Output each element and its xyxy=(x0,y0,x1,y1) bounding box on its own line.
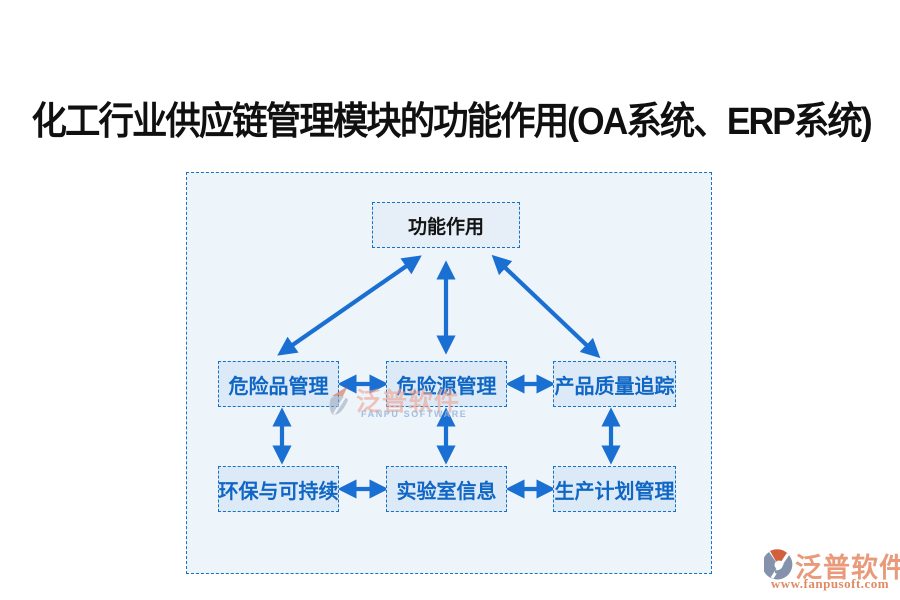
fanpu-logo-icon xyxy=(764,549,793,580)
node-laboratory-information: 实验室信息 xyxy=(386,466,507,512)
footer-logo-brand: 泛普软件 xyxy=(795,553,900,583)
node-environment-sustainability: 环保与可持续 xyxy=(218,466,339,512)
node-function-role: 功能作用 xyxy=(372,202,520,248)
page-title: 化工行业供应链管理模块的功能作用(OA系统、ERP系统) xyxy=(31,101,873,144)
node-hazard-source-management: 危险源管理 xyxy=(386,361,507,407)
node-product-quality-tracing: 产品质量追踪 xyxy=(553,361,676,407)
footer-logo: 泛普软件 www.fanpusoft.com xyxy=(764,548,900,594)
footer-logo-url: www.fanpusoft.com xyxy=(770,576,890,591)
node-production-plan-management: 生产计划管理 xyxy=(553,466,676,512)
node-hazardous-goods-management: 危险品管理 xyxy=(218,361,339,407)
